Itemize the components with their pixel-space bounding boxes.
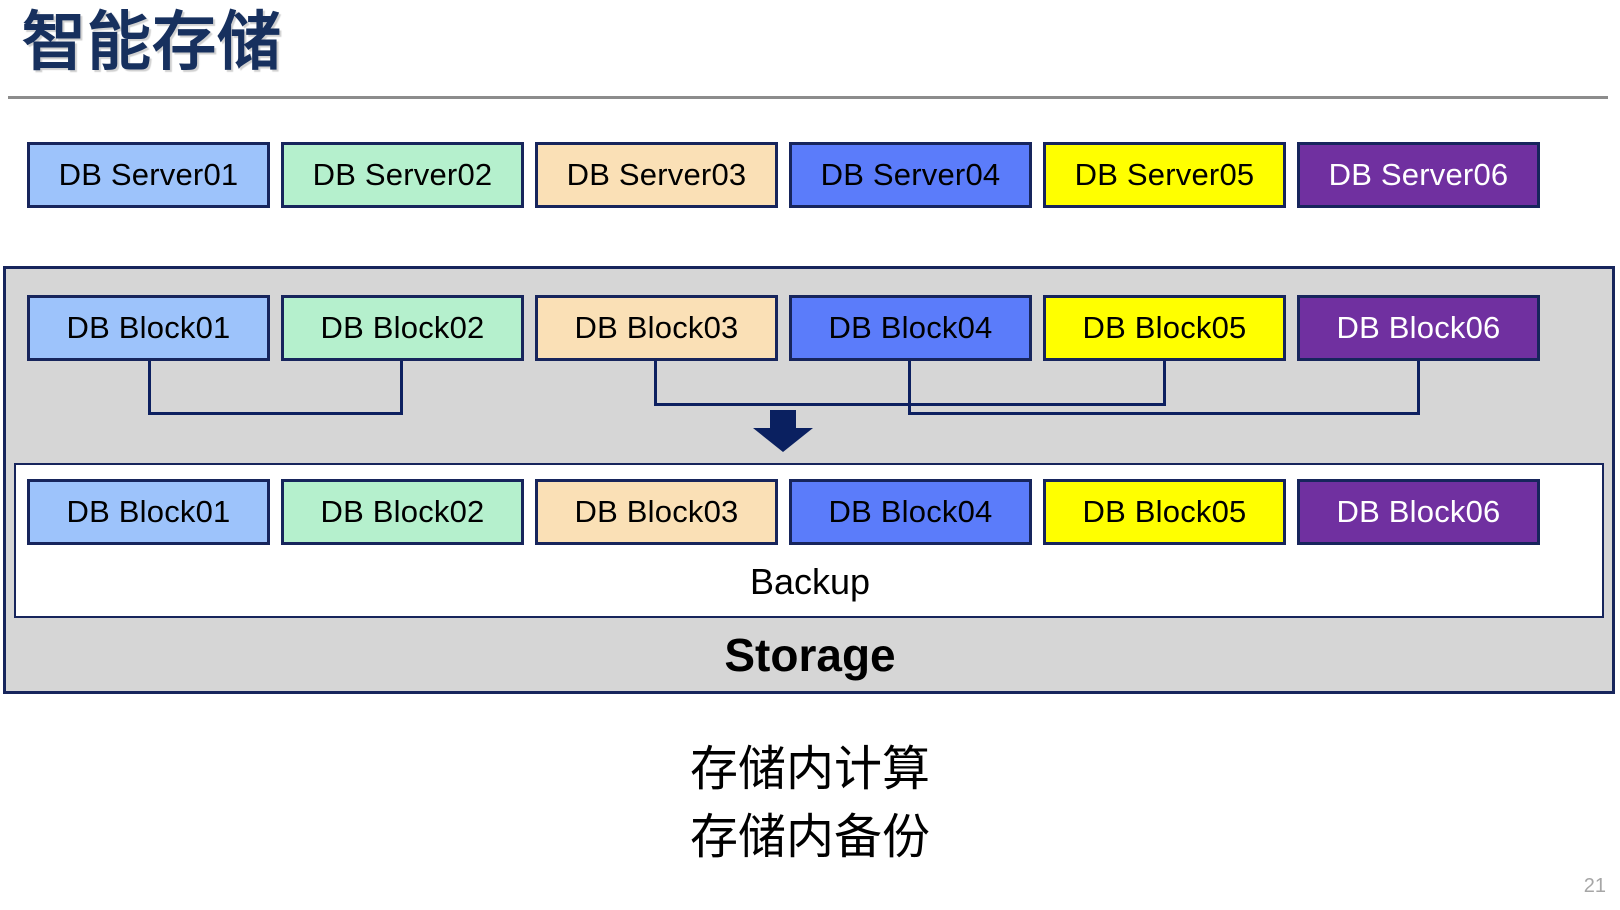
db-server-box-4[interactable]: DB Server04 — [789, 142, 1032, 208]
upper-db-block-box-4[interactable]: DB Block04 — [789, 295, 1032, 361]
lower-db-block-box-4[interactable]: DB Block04 — [789, 479, 1032, 545]
upper-db-block-box-label: DB Block06 — [1336, 310, 1501, 345]
arrow-shaft — [770, 410, 796, 430]
lower-db-block-box-6[interactable]: DB Block06 — [1297, 479, 1540, 545]
lower-db-block-box-3[interactable]: DB Block03 — [535, 479, 778, 545]
connector-stem-left-1 — [148, 361, 151, 412]
db-server-box-1[interactable]: DB Server01 — [27, 142, 270, 208]
caption: 存储内计算 存储内备份 — [0, 736, 1620, 872]
db-server-box-6[interactable]: DB Server06 — [1297, 142, 1540, 208]
upper-db-block-box-5[interactable]: DB Block05 — [1043, 295, 1286, 361]
connector-stem-right-1 — [400, 361, 403, 412]
lower-db-block-box-label: DB Block04 — [828, 494, 993, 529]
db-server-box-label: DB Server06 — [1328, 157, 1509, 192]
db-server-box-5[interactable]: DB Server05 — [1043, 142, 1286, 208]
connector-bridge-1 — [148, 412, 403, 415]
caption-line-2: 存储内备份 — [689, 811, 930, 865]
db-server-box-label: DB Server02 — [312, 157, 493, 192]
arrow-head — [753, 428, 813, 452]
upper-db-block-box-3[interactable]: DB Block03 — [535, 295, 778, 361]
db-server-box-label: DB Server01 — [58, 157, 239, 192]
storage-label: Storage — [724, 629, 896, 681]
upper-db-block-box-2[interactable]: DB Block02 — [281, 295, 524, 361]
connector-stem-right-3 — [1417, 361, 1420, 412]
lower-db-block-box-label: DB Block03 — [574, 494, 739, 529]
connector-stem-left-3 — [908, 361, 911, 412]
lower-db-block-box-label: DB Block02 — [320, 494, 485, 529]
lower-db-block-box-label: DB Block05 — [1082, 494, 1247, 529]
caption-line-1: 存储内计算 — [689, 743, 930, 796]
upper-db-block-box-1[interactable]: DB Block01 — [27, 295, 270, 361]
db-server-box-label: DB Server04 — [820, 157, 1001, 192]
connector-stem-left-2 — [654, 361, 657, 403]
backup-label: Backup — [749, 561, 871, 602]
title-divider — [8, 96, 1608, 99]
upper-db-block-box-label: DB Block03 — [574, 310, 739, 345]
lower-db-block-box-5[interactable]: DB Block05 — [1043, 479, 1286, 545]
connector-bridge-3 — [908, 412, 1420, 415]
lower-db-block-box-label: DB Block01 — [66, 494, 231, 529]
db-server-box-3[interactable]: DB Server03 — [535, 142, 778, 208]
lower-db-block-box-2[interactable]: DB Block02 — [281, 479, 524, 545]
lower-db-block-box-label: DB Block06 — [1336, 494, 1501, 529]
upper-db-block-box-6[interactable]: DB Block06 — [1297, 295, 1540, 361]
connector-stem-right-2 — [1163, 361, 1166, 403]
upper-db-block-box-label: DB Block02 — [320, 310, 485, 345]
db-server-box-label: DB Server03 — [566, 157, 747, 192]
page-number: 21 — [1583, 875, 1606, 897]
lower-db-block-box-1[interactable]: DB Block01 — [27, 479, 270, 545]
down-arrow-icon — [753, 410, 813, 452]
page-title: 智能存储 — [22, 6, 282, 78]
db-server-box-label: DB Server05 — [1074, 157, 1255, 192]
upper-db-block-box-label: DB Block04 — [828, 310, 993, 345]
upper-db-block-box-label: DB Block05 — [1082, 310, 1247, 345]
db-server-box-2[interactable]: DB Server02 — [281, 142, 524, 208]
upper-db-block-box-label: DB Block01 — [66, 310, 231, 345]
